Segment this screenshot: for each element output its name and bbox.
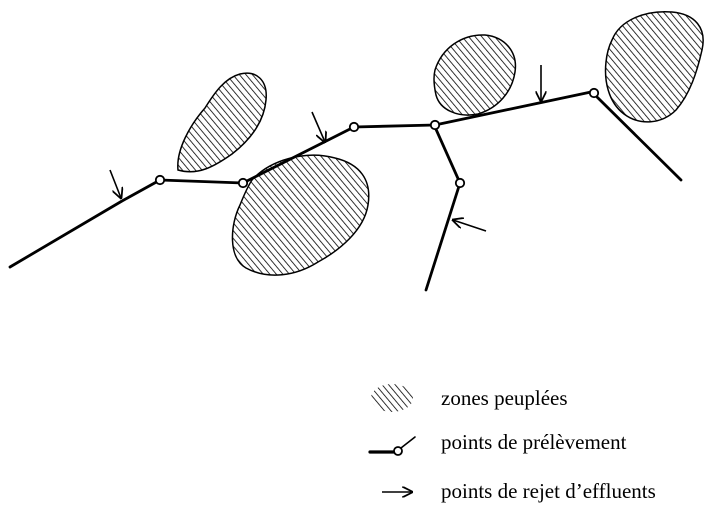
legend-label-discharge-points: points de rejet d’effluents: [441, 479, 656, 503]
populated-zone: [231, 154, 370, 276]
hatched-zone-icon: [371, 384, 413, 412]
sampling-point: [588, 87, 600, 99]
sampling-point-icon: [368, 436, 416, 456]
sampling-point: [154, 174, 166, 186]
legend-label-populated-zones: zones peuplées: [441, 386, 568, 410]
discharge-arrow: [453, 220, 487, 232]
river-tributary-south: [424, 125, 462, 292]
sampling-point: [429, 119, 441, 131]
discharge-arrow: [311, 111, 325, 142]
sampling-points: [154, 87, 600, 189]
populated-zones: [177, 11, 704, 276]
populated-zone: [177, 72, 267, 173]
populated-zone: [433, 34, 517, 116]
river-branch-east: [594, 94, 683, 182]
discharge-points: [109, 65, 541, 232]
populated-zone: [604, 11, 704, 123]
legend-label-sampling-points: points de prélèvement: [441, 430, 627, 454]
sampling-point: [348, 121, 360, 133]
legend-icons: [368, 384, 416, 492]
discharge-arrow: [109, 169, 121, 198]
sampling-point: [237, 177, 249, 189]
sampling-point: [454, 177, 466, 189]
